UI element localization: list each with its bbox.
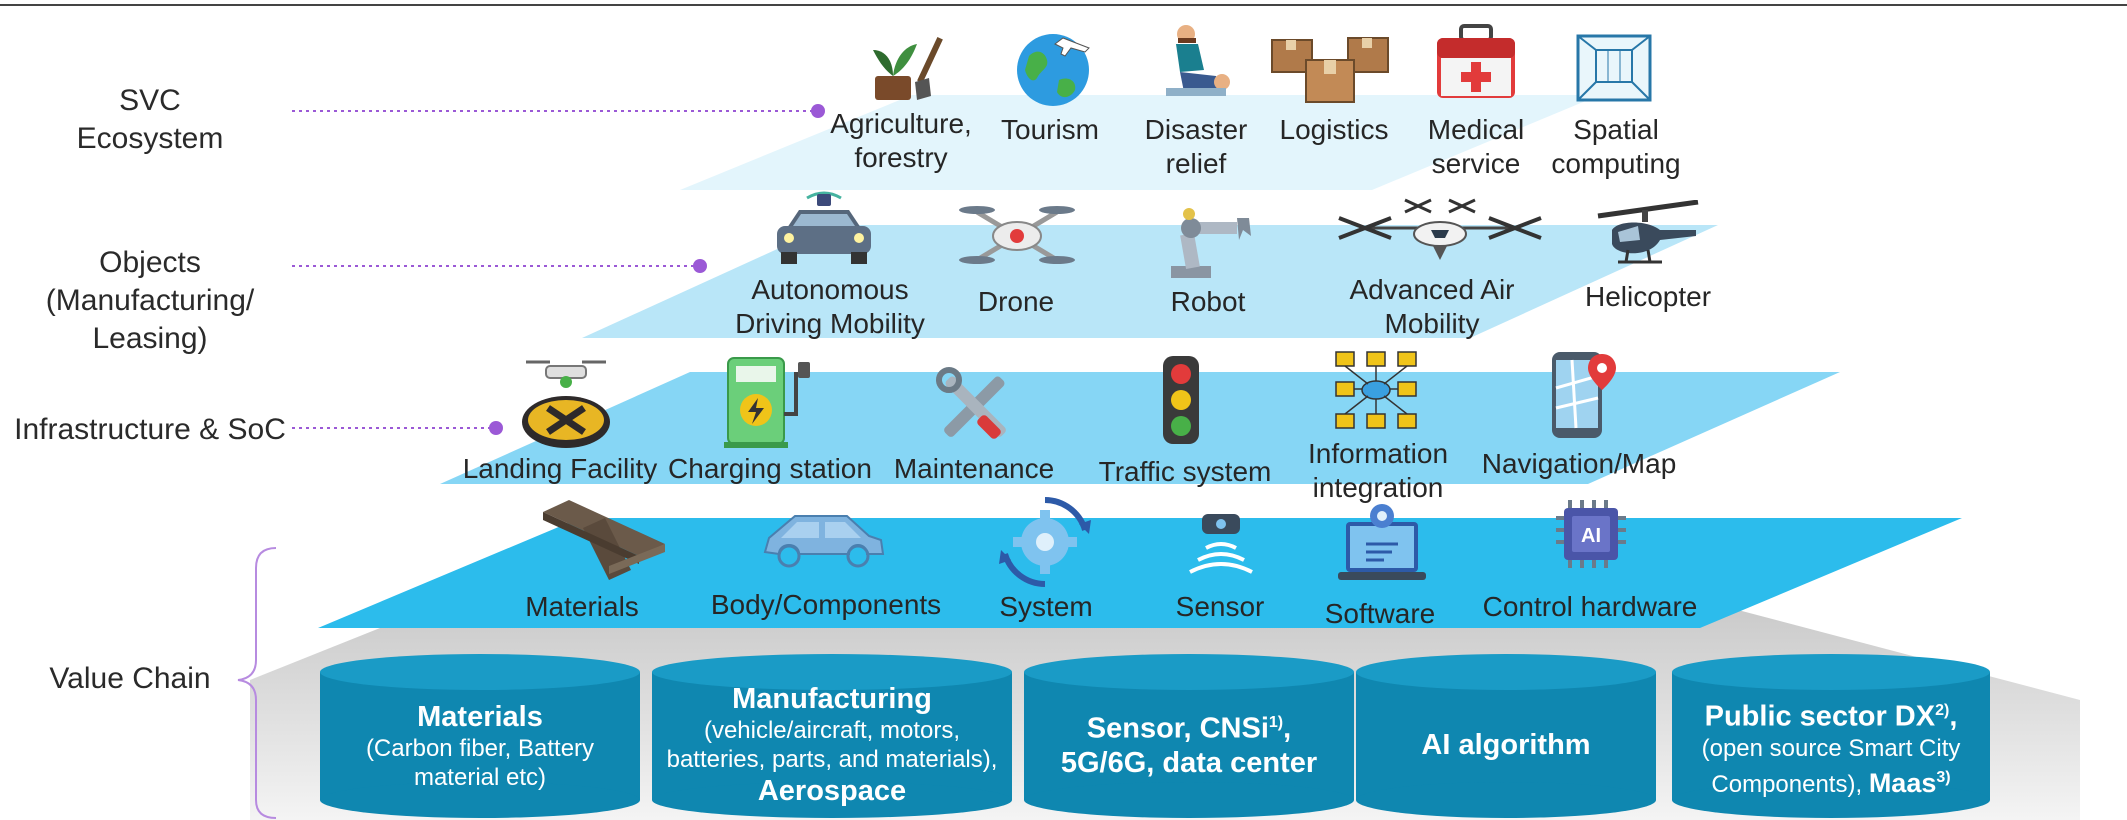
cylinder-public-sup: 2) <box>1935 702 1950 719</box>
value-chain-brace <box>237 547 277 819</box>
object-item-advanced-air-mobility: Advanced Air Mobility <box>1349 274 1515 339</box>
cylinder-sensor-text: Sensor, CNSi1), 5G/6G, data center <box>1024 706 1354 780</box>
tier-objects-label: Objects (Manufacturing/ Leasing) <box>45 246 255 355</box>
tier-svc-label: SVC Ecosystem <box>76 84 224 155</box>
infra-item-landing-facility: Landing Facility <box>462 453 658 484</box>
cylinder-public-tail: , <box>1949 700 1958 733</box>
infra-item-information-integration: Information integration <box>1307 438 1449 503</box>
svc-item-logistics: Logistics <box>1279 114 1389 145</box>
cylinder-sensor-title: Sensor, CNSi <box>1086 712 1269 745</box>
object-item-robot: Robot <box>1170 286 1246 317</box>
cylinder-materials-text: Materials (Carbon fiber, Battery materia… <box>330 700 630 792</box>
cylinder-sensor-sup: 1) <box>1268 714 1284 731</box>
cylinder-public-sub: (open source Smart City Components), <box>1701 734 1961 798</box>
system-gear-icon <box>999 497 1091 587</box>
autonomous-car-icon <box>777 191 871 264</box>
cylinder-manufacturing-title: Manufacturing <box>732 683 932 715</box>
tourism-globe-icon <box>1017 34 1090 106</box>
advanced-air-mobility-icon <box>1338 198 1542 260</box>
svc-item-spatial-computing: Spatial computing <box>1551 114 1681 179</box>
maintenance-tools-icon <box>936 367 1006 439</box>
medical-kit-icon <box>1437 24 1515 98</box>
tier-value-chain-label: Value Chain <box>49 662 211 695</box>
robot-arm-icon <box>1171 208 1251 278</box>
cylinder-4 <box>1356 654 1656 818</box>
cylinder-manufacturing-extra: Aerospace <box>757 775 907 807</box>
cylinder-sensor-line2: 5G/6G, data center <box>1060 746 1318 779</box>
helicopter-icon <box>1597 200 1699 264</box>
cylinder-3 <box>1024 654 1354 818</box>
svc-item-agriculture: Agriculture, forestry <box>830 108 972 173</box>
infra-item-charging-station: Charging station <box>668 453 872 484</box>
cylinder-ai-title: AI algorithm <box>1421 729 1591 761</box>
information-integration-icon <box>1335 351 1417 429</box>
infra-item-traffic-system: Traffic system <box>1098 456 1272 487</box>
cylinder-materials-sub: (Carbon fiber, Battery material etc) <box>365 735 595 791</box>
svc-item-tourism: Tourism <box>1000 114 1100 145</box>
svc-item-medical-service: Medical service <box>1427 114 1525 179</box>
infra-item-maintenance: Maintenance <box>893 453 1055 484</box>
infra-item-navigation-map: Navigation/Map <box>1481 448 1677 479</box>
cylinder-manufacturing-sub: (vehicle/aircraft, motors, batteries, pa… <box>666 717 998 773</box>
value-item-system: System <box>999 591 1093 622</box>
object-item-autonomous-driving: Autonomous Driving Mobility <box>735 274 925 339</box>
car-body-icon <box>763 515 885 568</box>
spatial-computing-icon <box>1576 34 1652 102</box>
plane-infra <box>440 372 1840 484</box>
landing-facility-icon <box>522 360 610 448</box>
software-laptop-icon <box>1338 504 1426 580</box>
plane-svc <box>680 95 1600 190</box>
cylinder-public-extra-sup: 3) <box>1936 768 1951 786</box>
value-item-control-hardware: Control hardware <box>1482 591 1698 622</box>
object-item-drone: Drone <box>977 286 1055 317</box>
svg-text:AI: AI <box>1581 525 1601 547</box>
materials-steel-beam-icon <box>543 500 665 580</box>
tier-infra-label: Infrastructure & SoC <box>14 413 286 446</box>
cylinder-public-extra: Maas <box>1868 767 1937 798</box>
value-item-sensor: Sensor <box>1175 591 1265 622</box>
cylinder-public-sub-wrap: (open source Smart City Components), Maa… <box>1672 734 1990 799</box>
cylinder-1 <box>320 654 640 818</box>
sensor-icon <box>1189 514 1253 574</box>
drone-icon <box>959 206 1075 264</box>
navigation-map-icon <box>1552 352 1616 438</box>
cylinder-public-sector-text: Public sector DX2), (open source Smart C… <box>1672 694 1990 799</box>
svc-item-disaster-relief: Disaster relief <box>1144 114 1248 179</box>
cylinder-public-title: Public sector DX <box>1704 700 1936 733</box>
cylinder-sensor-title-line: Sensor, CNSi1), <box>1086 712 1292 745</box>
disaster-relief-icon <box>1166 25 1230 96</box>
cylinder-2 <box>652 654 1012 818</box>
traffic-light-icon <box>1163 356 1199 444</box>
plane-value-chain <box>318 518 1962 628</box>
object-item-helicopter: Helicopter <box>1584 281 1712 312</box>
value-item-software: Software <box>1324 598 1436 629</box>
cylinder-materials-title: Materials <box>417 701 543 733</box>
cylinder-5 <box>1672 654 1990 818</box>
ai-chip-icon: AI <box>1556 500 1626 568</box>
top-border <box>0 4 2127 6</box>
agriculture-icon <box>873 36 943 100</box>
cylinder-manufacturing-text: Manufacturing (vehicle/aircraft, motors,… <box>652 682 1012 808</box>
logistics-boxes-icon <box>1271 37 1389 103</box>
value-item-materials: Materials <box>525 591 639 622</box>
cylinder-ai-text: AI algorithm <box>1356 728 1656 762</box>
cylinder-public-title-line: Public sector DX2), <box>1672 694 1990 734</box>
charging-station-icon <box>724 357 810 448</box>
value-item-body-components: Body/Components <box>710 589 942 620</box>
